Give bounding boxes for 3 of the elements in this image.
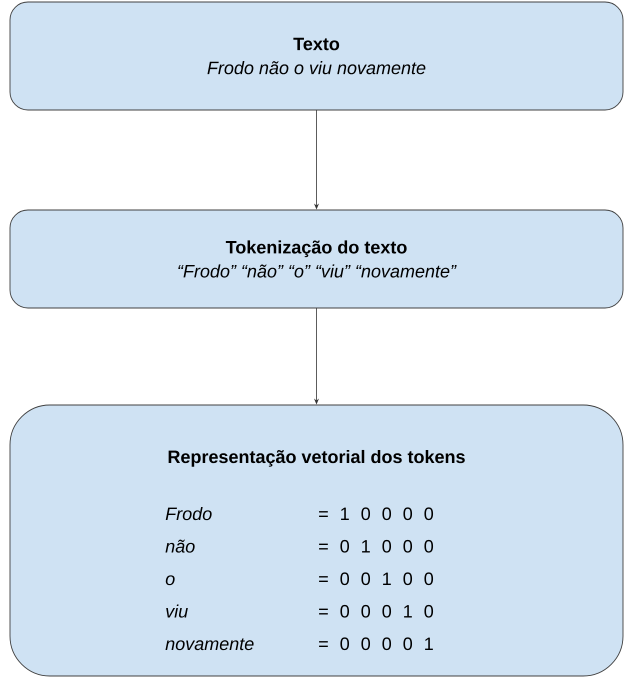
process-box: Representação vetorial dos tokens Frodo = 1 0 0 0 0 não = 0 1 0 0 0 o = 0 0 1 0 0 viu = 0 0 0 1 0 novamente = 0 0 0 0 1 bbox=[10, 404, 624, 676]
process-box: Tokenização do texto “Frodo” “não” “o” “viu” “novamente” bbox=[10, 210, 624, 308]
process-box: Texto Frodo não o viu novamente bbox=[10, 2, 624, 110]
